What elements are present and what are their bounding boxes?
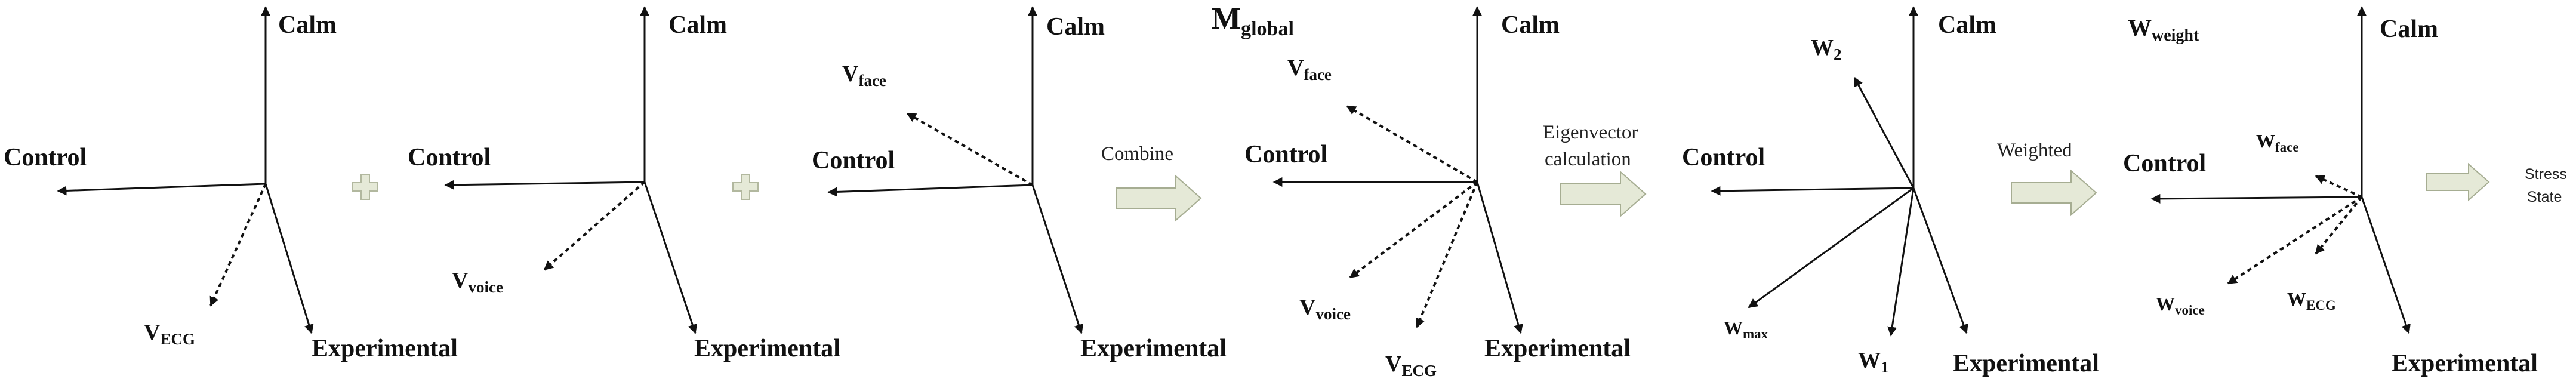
- calm-label: Calm: [2380, 16, 2438, 43]
- experimental-axis: [643, 181, 697, 334]
- experimental-label: Experimental: [1080, 335, 1227, 362]
- v-voice-label: Vvoice: [452, 268, 503, 296]
- control-axis: [444, 180, 645, 190]
- wmax-label: Wmax: [1724, 317, 1768, 341]
- v-face-vector: [906, 112, 1033, 186]
- w-voice-label: Wvoice: [2156, 293, 2205, 318]
- control-label: Control: [408, 144, 491, 171]
- v-face-label: Vface: [842, 61, 886, 90]
- v-voice-vector: [1349, 181, 1478, 279]
- w-face-vector: [2315, 175, 2362, 198]
- v-ecg-label: VECG: [1385, 352, 1437, 380]
- combine-label: Combine: [1101, 143, 1173, 165]
- panel-m-global: Mglobal Calm Control Experimental Vface …: [1212, 2, 1631, 380]
- control-axis: [2150, 193, 2362, 204]
- v-face-vector: [1346, 105, 1478, 183]
- experimental-axis: [1031, 184, 1084, 334]
- eigenvector-step: Eigenvector calculation: [1543, 122, 1647, 218]
- calm-label: Calm: [668, 11, 727, 39]
- plus-icon: [352, 174, 378, 200]
- weighted-step: Weighted: [1997, 140, 2097, 217]
- experimental-axis: [264, 183, 314, 334]
- experimental-label: Experimental: [2392, 350, 2538, 377]
- v-ecg-vector: [1416, 181, 1478, 328]
- w1-label: W1: [1858, 348, 1889, 376]
- w2-label: W2: [1811, 35, 1842, 63]
- w-weight-title: Wweight: [2128, 14, 2199, 45]
- v-ecg-label: VECG: [144, 320, 195, 348]
- combine-step: Combine: [1101, 143, 1202, 222]
- v-ecg-vector: [209, 183, 267, 307]
- control-axis: [827, 184, 1033, 197]
- panel-ecg: Calm Control Experimental VECG: [4, 6, 458, 362]
- control-label: Control: [4, 144, 87, 171]
- control-axis: [1711, 186, 1914, 196]
- v-face-label: Vface: [1287, 56, 1332, 84]
- w-voice-vector: [2227, 196, 2363, 285]
- state-label: State: [2527, 189, 2562, 205]
- w-ecg-label: WECG: [2287, 288, 2336, 313]
- v-voice-vector: [543, 181, 646, 271]
- eigenvector-label-line1: Eigenvector: [1543, 122, 1638, 143]
- panel-eigenvectors: Calm Control Experimental W2 Wmax W1: [1682, 6, 2099, 377]
- control-label: Control: [812, 147, 895, 174]
- plus-icon: [732, 174, 759, 200]
- w-face-label: Wface: [2256, 130, 2299, 155]
- experimental-axis: [1912, 187, 1968, 334]
- experimental-label: Experimental: [312, 335, 458, 362]
- experimental-label: Experimental: [694, 335, 840, 362]
- control-label: Control: [2123, 150, 2206, 177]
- stress-state-arrow-icon: [2426, 162, 2490, 202]
- panel-w-weight: Wweight Calm Control Experimental Wface …: [2123, 6, 2538, 377]
- m-global-title: Mglobal: [1212, 2, 1294, 40]
- experimental-axis: [1476, 181, 1523, 334]
- control-axis: [57, 183, 266, 196]
- experimental-axis: [2361, 196, 2411, 334]
- calm-label: Calm: [1501, 11, 1560, 39]
- w-ecg-vector: [2315, 196, 2363, 255]
- combine-arrow-icon: [1116, 174, 1202, 222]
- panel-voice: Calm Control Experimental Vvoice: [408, 6, 840, 362]
- weighted-label: Weighted: [1997, 140, 2072, 161]
- eigenvector-arrow-icon: [1560, 170, 1647, 218]
- eigenvector-label-line2: calculation: [1545, 149, 1631, 170]
- stress-state-step: Stress State: [2426, 162, 2567, 205]
- experimental-label: Experimental: [1953, 350, 2099, 377]
- panel-face: Calm Control Experimental Vface: [812, 6, 1227, 362]
- wmax-vector: [1748, 187, 1914, 309]
- w2-vector: [1853, 76, 1915, 189]
- control-label: Control: [1682, 144, 1765, 171]
- weighted-arrow-icon: [2011, 169, 2097, 217]
- stress-label: Stress: [2525, 166, 2567, 183]
- control-label: Control: [1244, 141, 1327, 168]
- calm-label: Calm: [278, 11, 337, 39]
- w1-vector: [1887, 187, 1915, 337]
- calm-label: Calm: [1938, 11, 1996, 39]
- v-voice-label: Vvoice: [1299, 295, 1351, 323]
- experimental-label: Experimental: [1484, 335, 1631, 362]
- calm-label: Calm: [1046, 13, 1105, 41]
